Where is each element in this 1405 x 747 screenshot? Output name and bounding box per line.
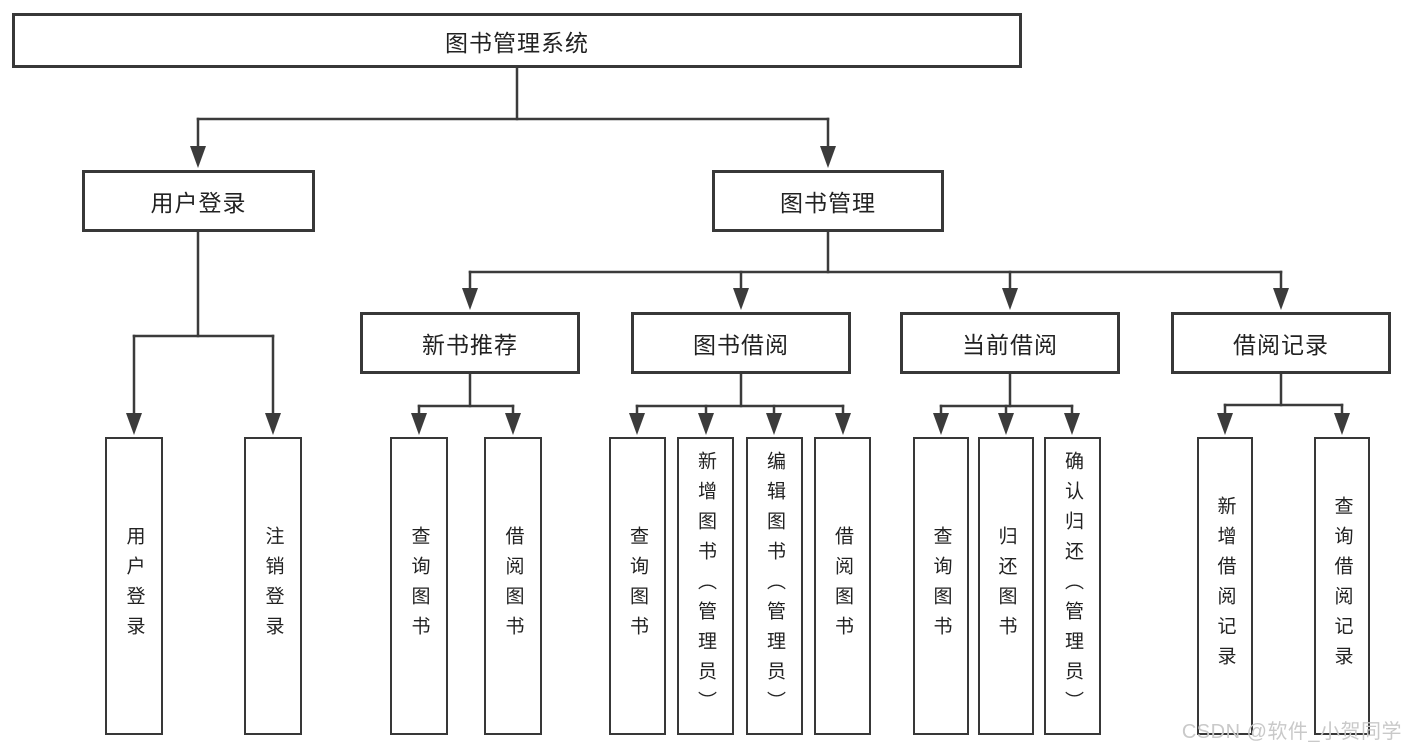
leaf-label: 新增借阅记录 [1214,496,1236,676]
leaf-edit-book-admin: 编辑图书（管理员） [746,437,803,735]
node-label: 用户登录 [150,190,247,216]
leaf-query-books-3: 查询图书 [913,437,969,735]
arrowhead [998,413,1014,435]
node-label: 图书借阅 [693,332,789,358]
node-label: 借阅记录 [1233,332,1329,358]
leaf-label: 查询图书 [627,526,648,646]
node-library-management-system: 图书管理系统 [12,13,1022,68]
leaf-borrow-books-2: 借阅图书 [814,437,871,735]
leaf-add-borrow-record: 新增借阅记录 [1197,437,1253,735]
leaf-label: 编辑图书（管理员） [764,451,785,721]
arrowhead [933,413,949,435]
leaf-logout: 注销登录 [244,437,302,735]
leaf-label: 确认归还（管理员） [1062,451,1083,721]
arrowhead [190,146,206,168]
arrowhead [820,146,836,168]
leaf-label: 借阅图书 [502,526,524,646]
arrowhead [698,413,714,435]
leaf-label: 用户登录 [123,526,145,646]
node-new-book-recommend: 新书推荐 [360,312,580,374]
arrowhead [766,413,782,435]
arrowhead [1334,413,1350,435]
node-label: 图书管理 [780,190,876,216]
arrowhead [1217,413,1233,435]
arrowhead [411,413,427,435]
watermark: CSDN @软件_小贺同学 [1181,721,1402,743]
node-user-login: 用户登录 [82,170,315,232]
node-label: 新书推荐 [422,332,518,358]
node-book-management: 图书管理 [712,170,944,232]
node-book-borrowing: 图书借阅 [631,312,851,374]
arrowhead [126,413,142,435]
leaf-label: 借阅图书 [832,526,853,646]
leaf-label: 注销登录 [262,526,284,646]
leaf-label: 查询借阅记录 [1331,496,1353,676]
leaf-label: 归还图书 [995,526,1017,646]
leaf-return-books: 归还图书 [978,437,1034,735]
arrowhead [505,413,521,435]
leaf-confirm-return-admin: 确认归还（管理员） [1044,437,1101,735]
leaf-label: 查询图书 [930,526,952,646]
leaf-query-books: 查询图书 [390,437,448,735]
leaf-user-login: 用户登录 [105,437,163,735]
leaf-query-borrow-record: 查询借阅记录 [1314,437,1370,735]
arrowhead [1064,413,1080,435]
arrowhead [462,288,478,310]
arrowhead [265,413,281,435]
leaf-label: 查询图书 [408,526,430,646]
node-borrowing-records: 借阅记录 [1171,312,1391,374]
arrowhead [835,413,851,435]
arrowhead [1002,288,1018,310]
arrowhead [1273,288,1289,310]
leaf-borrow-books: 借阅图书 [484,437,542,735]
leaf-label: 新增图书（管理员） [695,451,716,721]
arrowhead [629,413,645,435]
node-label: 当前借阅 [962,332,1058,358]
node-label: 图书管理系统 [445,29,589,56]
leaf-query-books-2: 查询图书 [609,437,666,735]
node-current-borrowing: 当前借阅 [900,312,1120,374]
leaf-add-book-admin: 新增图书（管理员） [677,437,734,735]
arrowhead [733,288,749,310]
